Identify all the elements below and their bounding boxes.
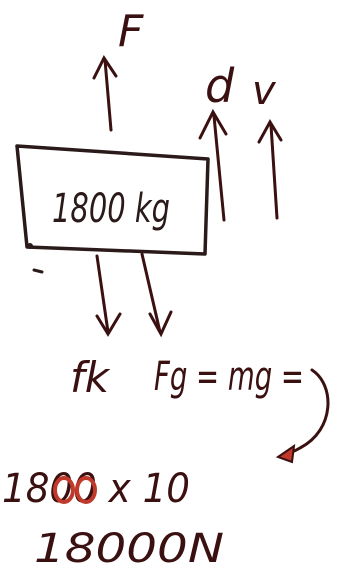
gravity-arrow <box>140 252 173 338</box>
calculation-line-2: 18000N <box>34 526 224 572</box>
displacement-label: d <box>205 59 235 113</box>
pen-mark <box>32 268 44 274</box>
gravity-equation: Fg = mg = <box>154 354 304 400</box>
block-box <box>15 144 210 256</box>
displacement-arrow <box>198 108 228 222</box>
applied-force-arrow <box>92 55 118 132</box>
block-corner-dot <box>27 243 33 249</box>
zeros-highlight <box>53 476 97 504</box>
block-mass-label: 1800 kg <box>52 186 170 232</box>
kinetic-friction-arrow <box>95 254 122 337</box>
velocity-arrow <box>257 119 283 220</box>
result-pointer-head <box>275 443 296 464</box>
velocity-label: v <box>252 68 277 114</box>
kinetic-friction-label: fk <box>70 353 111 402</box>
applied-force-label: F <box>118 6 144 57</box>
